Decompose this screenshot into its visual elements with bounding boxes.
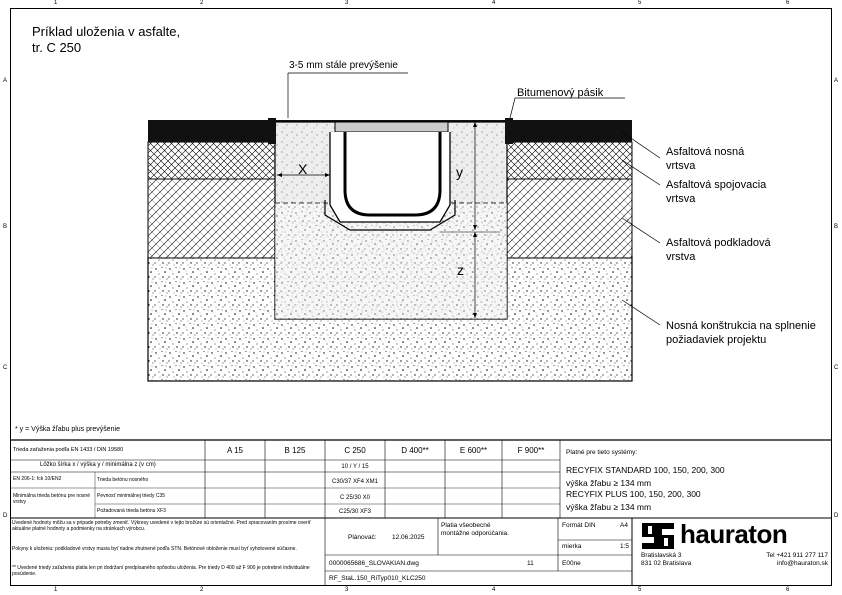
col-tick: 3 [345, 587, 349, 593]
row-tick: A [834, 78, 839, 84]
hauraton-logo-icon [640, 521, 676, 551]
row-tick: C [834, 365, 839, 371]
col-tick: 4 [492, 0, 496, 6]
concrete-val2: C 25/30 X0 [339, 495, 371, 501]
row-tick: B [834, 224, 839, 230]
dim-z-label: z [457, 262, 464, 278]
annotation-overheight: 3-5 mm stále prevýšenie [289, 60, 398, 71]
system-plus: RECYFIX PLUS 100, 150, 200, 300 [566, 489, 701, 499]
label-line: Asfaltová spojovacia [666, 179, 767, 191]
col-tick: 4 [492, 587, 496, 593]
class-d400: D 400** [401, 446, 429, 455]
scale-label: mierka [562, 543, 582, 550]
label-line: vrtsva [666, 193, 696, 205]
title-line-1: Príklad uloženia v asfalte, [32, 24, 181, 39]
planner-label: Plánovač: [348, 534, 377, 541]
col-tick: 2 [200, 587, 204, 593]
label-line: vrtsva [666, 160, 696, 172]
label-base-structure: Nosná konštrukcia na splnenie požiadavie… [666, 319, 816, 347]
table-header-left: Trieda zaťaženia podľa EN 1433 / DIN 195… [13, 447, 124, 453]
concrete-val1: C30/37 XF4 XM1 [331, 479, 379, 485]
address-line: Bratislavská 3 [641, 552, 682, 559]
concrete-standard-label: EN 206-1: fck 10/EN2 [13, 476, 62, 482]
dim-x-label: X [298, 161, 308, 177]
drawing-reference: RF_StaL.150_RiTyp010_KLC250 [329, 575, 426, 582]
concrete-sub2: Pevnosť minimálnej triedy C35 [97, 493, 166, 499]
sheet-number: 11 [527, 560, 534, 567]
validity-note: Platia všeobecné montážne odporúčania. [441, 522, 509, 538]
footnote: * y = Výška žľabu plus prevýšenie [15, 426, 120, 433]
drawing-date: 12.06.2025 [392, 534, 425, 541]
note-1: Uvedené hodnoty môžu sa v pripade potreb… [12, 520, 311, 532]
validity-line: Platia všeobecné [441, 522, 491, 529]
system-standard: RECYFIX STANDARD 100, 150, 200, 300 [566, 465, 725, 475]
concrete-val3: C25/30 XF3 [338, 509, 372, 515]
label-asphalt-base: Asfaltová podkladová vrstva [666, 236, 771, 264]
address-line: 831 02 Bratislava [641, 560, 692, 567]
class-f900: F 900** [517, 446, 545, 455]
class-b125: B 125 [284, 446, 306, 455]
format-label: Formát DIN [562, 522, 596, 529]
cross-section-drawing [147, 72, 661, 382]
label-line: požiadaviek projektu [666, 334, 767, 346]
note-2: Pokyny k uloženiu: podkladové vrstvy mus… [12, 546, 297, 552]
col-tick: 6 [786, 587, 790, 593]
bed-dimensions-value: 10 / Y / 15 [341, 464, 369, 470]
company-contact: Tel +421 911 277 117 info@hauraton.sk [740, 552, 828, 568]
drawing-title: Príklad uloženia v asfalte, tr. C 250 [32, 24, 180, 56]
system-standard-height: výška žľabu ≥ 134 mm [566, 478, 652, 488]
dim-y-label: y [456, 164, 463, 180]
col-tick: 5 [638, 0, 642, 6]
label-asphalt-binder: Asfaltová spojovacia vrtsva [666, 178, 766, 206]
col-tick: 2 [200, 0, 204, 6]
file-name: 0000065686_SLOVAKIAN.dwg [329, 560, 419, 567]
note-3: ** Uvedené triedy zaťaženia platia len p… [12, 565, 310, 577]
row-tick: D [834, 513, 839, 519]
company-address: Bratislavská 3 831 02 Bratislava [641, 552, 691, 568]
valid-for-label: Platné pre tieto systémy: [566, 449, 638, 456]
grating [334, 121, 449, 133]
col-tick: 1 [54, 587, 58, 593]
label-asphalt-wearing: Asfaltová nosná vrtsva [666, 145, 744, 173]
brand-wordmark: hauraton [680, 519, 788, 549]
label-line: vrstva [666, 251, 696, 263]
system-plus-height: výška žľabu ≥ 134 mm [566, 502, 652, 512]
class-c250: C 250 [344, 446, 366, 455]
label-line: Asfaltová podkladová [666, 237, 771, 249]
class-e600: E 600** [459, 446, 488, 455]
row-tick: B [3, 224, 8, 230]
title-line-2: tr. C 250 [32, 40, 82, 55]
concrete-sub1: Trieda betónu nosného [97, 477, 149, 483]
col-tick: 5 [638, 587, 642, 593]
email: info@hauraton.sk [776, 560, 828, 567]
format-value: A4 [620, 522, 628, 529]
col-tick: 6 [786, 0, 790, 6]
label-line: Asfaltová nosná [666, 146, 745, 158]
bed-dimensions-label: Lôžko šírka x / výška y / minimálna z (v… [40, 462, 156, 468]
validity-line: montážne odporúčania. [441, 530, 509, 537]
concrete-group-label: Minimálna trieda betónu pre nosné vrstvy [13, 493, 90, 505]
phone: Tel +421 911 277 117 [766, 552, 828, 559]
row-tick: C [3, 365, 8, 371]
col-tick: 1 [54, 0, 58, 6]
label-bitumen-strip: Bitumenový pásik [517, 87, 604, 99]
class-a15: A 15 [226, 446, 243, 455]
drawing-frame [10, 8, 832, 586]
row-tick: D [3, 513, 8, 519]
scale-value: 1:5 [620, 543, 630, 550]
revision-code: E00ne [562, 560, 581, 567]
label-line: Nosná konštrukcia na splnenie [666, 320, 816, 332]
concrete-sub3: Požadovaná trieda betónu XF3 [97, 508, 166, 514]
col-tick: 3 [345, 0, 349, 6]
row-tick: A [3, 78, 8, 84]
